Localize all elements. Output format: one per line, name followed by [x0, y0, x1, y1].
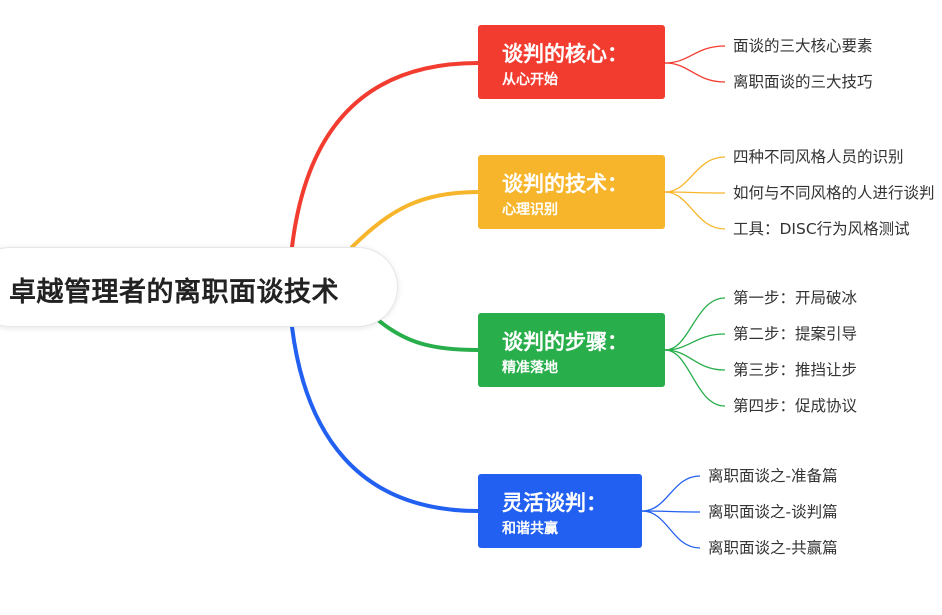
branch-subtitle: 精准落地	[502, 360, 558, 376]
leaf-topic[interactable]: 离职面谈之-准备篇	[708, 467, 838, 485]
branch-topic-flexible[interactable]: 灵活谈判： 和谐共赢	[478, 474, 642, 548]
root-topic-title: 卓越管理者的离职面谈技术	[9, 277, 339, 308]
leaf-topic[interactable]: 第四步：促成协议	[733, 397, 858, 415]
leaf-connector	[664, 333, 726, 351]
leaf-connector	[641, 510, 701, 549]
leaf-topic[interactable]: 第二步：提案引导	[733, 325, 858, 343]
branch-title: 谈判的技术：	[502, 172, 628, 196]
leaf-topic[interactable]: 离职面谈之-谈判篇	[708, 503, 838, 521]
main-connector-technique	[350, 190, 480, 249]
leaf-connector	[664, 297, 726, 351]
branch-topic-steps[interactable]: 谈判的步骤： 精准落地	[478, 313, 665, 387]
branch-subtitle: 从心开始	[502, 72, 558, 88]
leaf-connector	[664, 349, 726, 407]
branch-title: 灵活谈判：	[502, 491, 607, 515]
leaf-topic[interactable]: 如何与不同风格的人进行谈判	[733, 184, 935, 202]
leaf-topic[interactable]: 第三步：推挡让步	[733, 361, 858, 379]
leaf-connector	[664, 45, 726, 64]
main-connector-flexible	[290, 325, 480, 513]
leaf-connector	[641, 510, 701, 513]
branch-title: 谈判的核心：	[502, 42, 628, 66]
main-connector-core	[290, 61, 480, 249]
leaf-connector	[664, 156, 726, 193]
leaf-topic[interactable]: 离职面谈之-共赢篇	[708, 539, 838, 557]
leaf-connector	[664, 62, 726, 83]
main-connector-steps	[376, 318, 480, 352]
leaf-connector	[664, 191, 726, 194]
root-topic[interactable]: 卓越管理者的离职面谈技术	[0, 247, 398, 327]
leaf-connector	[664, 349, 726, 371]
leaf-topic[interactable]: 四种不同风格人员的识别	[733, 148, 904, 166]
leaf-connector	[664, 191, 726, 230]
branch-topic-technique[interactable]: 谈判的技术： 心理识别	[478, 155, 665, 229]
leaf-connector	[641, 475, 701, 512]
branch-subtitle: 和谐共赢	[502, 521, 558, 537]
branch-topic-core[interactable]: 谈判的核心： 从心开始	[478, 25, 665, 99]
branch-subtitle: 心理识别	[502, 202, 558, 218]
leaf-topic[interactable]: 离职面谈的三大技巧	[733, 73, 873, 91]
leaf-topic[interactable]: 第一步：开局破冰	[733, 289, 858, 307]
leaf-topic[interactable]: 工具：DISC行为风格测试	[733, 220, 910, 238]
branch-title: 谈判的步骤：	[502, 330, 628, 354]
leaf-topic[interactable]: 面谈的三大核心要素	[733, 37, 873, 55]
